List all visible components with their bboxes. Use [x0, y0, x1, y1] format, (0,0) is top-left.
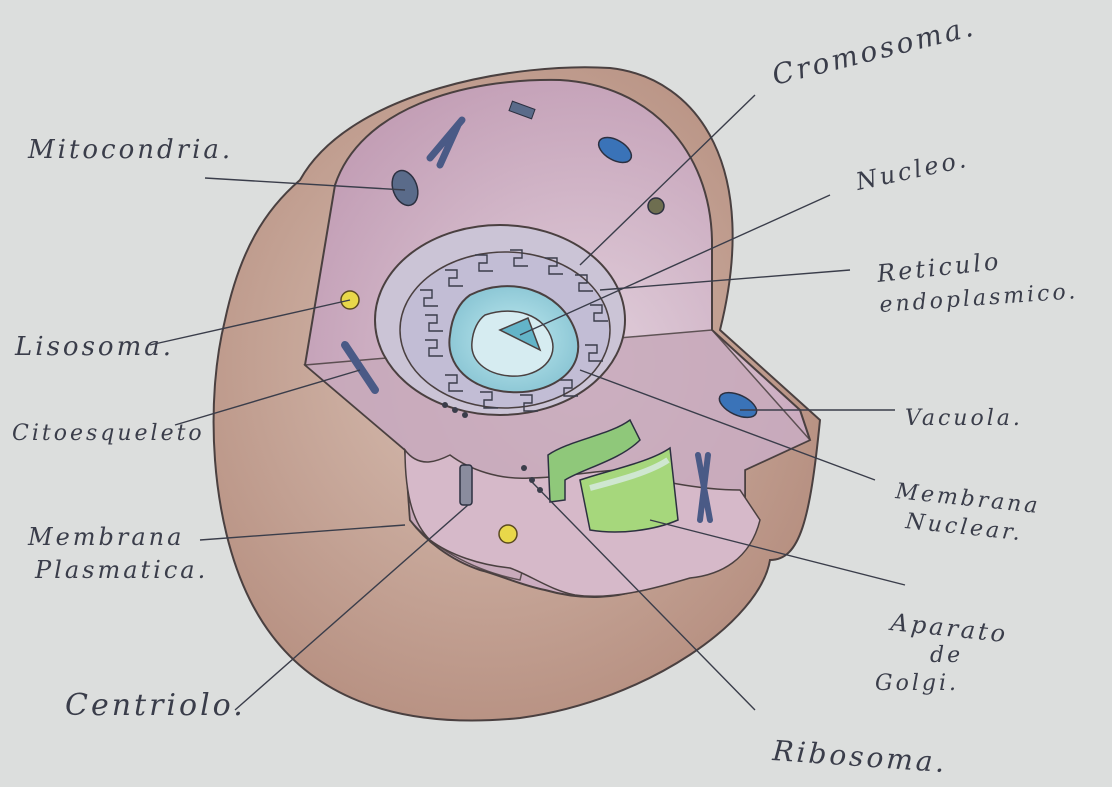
label-aparato-3: Golgi.: [875, 671, 959, 696]
ribosome: [452, 407, 458, 413]
label-centriolo: Centriolo.: [65, 688, 246, 723]
label-lisosoma: Lisosoma.: [14, 332, 174, 362]
label-aparato-2: de: [930, 643, 963, 668]
label-membrana-plasmatica-2: Plasmatica.: [34, 556, 208, 584]
vesicle: [648, 198, 664, 214]
lysosome: [499, 525, 517, 543]
label-citoesqueleto: Citoesqueleto: [12, 421, 205, 446]
centriole: [460, 465, 472, 505]
nucleus-group: [375, 225, 625, 415]
ribosome: [462, 412, 468, 418]
ribosome: [442, 402, 448, 408]
label-mitocondria: Mitocondria.: [27, 135, 233, 165]
label-membrana-plasmatica-1: Membrana: [27, 523, 184, 551]
label-vacuola: Vacuola.: [905, 406, 1023, 431]
ribosome: [521, 465, 527, 471]
